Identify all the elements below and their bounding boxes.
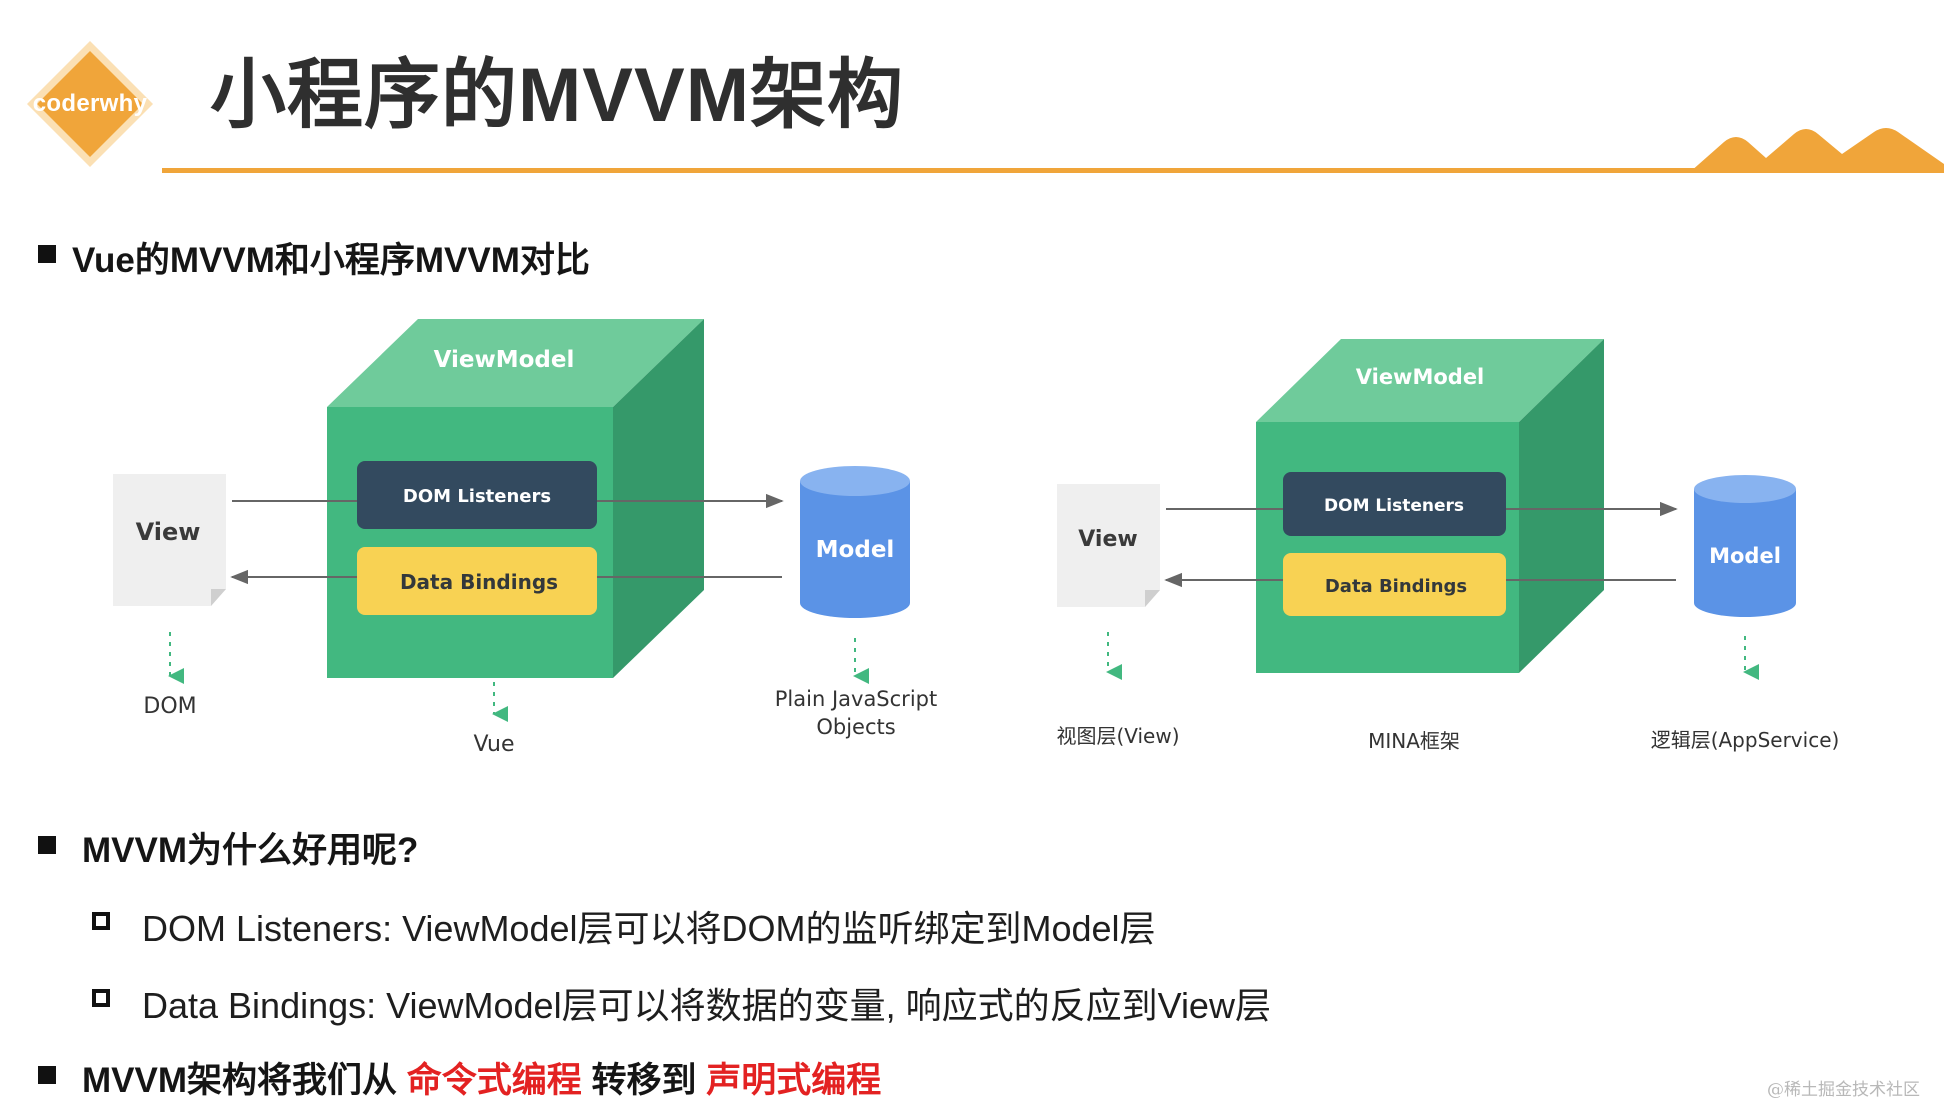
vue-viewmodel-label: ViewModel (434, 347, 575, 373)
vue-model-cylinder: Model (800, 466, 910, 618)
mina-mvvm-diagram: View ViewModel DOM Listeners Data Bindin… (1056, 339, 1839, 753)
section-heading-paradigm: MVVM架构将我们从 命令式编程 转移到 声明式编程 (82, 1052, 881, 1103)
bullet-hollow-square (92, 989, 110, 1007)
vue-model-caption-line1: Plain JavaScript (775, 687, 937, 711)
vue-data-bindings-box (357, 547, 597, 615)
mina-data-bindings-box (1283, 553, 1506, 616)
vue-model-caption-line2: Objects (816, 715, 895, 739)
mina-model-caption: 逻辑层(AppService) (1651, 728, 1840, 752)
mina-model-label: Model (1709, 544, 1781, 568)
mina-model-cylinder: Model (1694, 475, 1796, 617)
vue-vue-caption: Vue (473, 732, 514, 757)
vue-view-label: View (136, 518, 201, 546)
vue-dom-caption: DOM (143, 694, 196, 719)
mina-view-caption: 视图层(View) (1056, 724, 1179, 748)
mina-dom-listeners-box (1283, 472, 1506, 536)
coderwhy-logo (27, 41, 153, 167)
mina-center-caption: MINA框架 (1368, 729, 1460, 753)
bullet-data-bindings: Data Bindings: ViewModel层可以将数据的变量, 响应式的反… (142, 985, 1271, 1026)
mina-data-bindings-label: Data Bindings (1325, 576, 1467, 597)
vue-view-document: View (113, 474, 226, 606)
watermark: @稀土掘金技术社区 (1767, 1080, 1920, 1100)
mina-viewmodel-label: ViewModel (1356, 365, 1485, 389)
vue-model-label: Model (816, 537, 895, 563)
section-bullet-square (38, 836, 56, 854)
declarative-highlight: 声明式编程 (706, 1061, 882, 1100)
mountains-decoration (1690, 128, 1944, 172)
mina-dom-listeners-label: DOM Listeners (1324, 496, 1464, 516)
paradigm-prefix: MVVM架构将我们从 (82, 1061, 398, 1100)
section-bullet-square (38, 1066, 56, 1084)
vue-dom-listeners-box (357, 461, 597, 529)
imperative-highlight: 命令式编程 (406, 1061, 582, 1100)
mina-view-document: View (1057, 484, 1160, 607)
vue-data-bindings-label: Data Bindings (400, 570, 558, 594)
vue-viewmodel-cube: ViewModel (327, 319, 704, 678)
section-bullet-square (38, 245, 56, 263)
title-underline (162, 168, 1944, 173)
bullet-hollow-square (92, 912, 110, 930)
section-heading-why: MVVM为什么好用呢? (82, 831, 419, 870)
vue-dom-listeners-label: DOM Listeners (403, 486, 551, 507)
vue-mvvm-diagram: View ViewModel DOM Listeners Data Bindin… (113, 319, 937, 757)
page-title: 小程序的MVVM架构 (210, 53, 904, 138)
mina-view-label: View (1078, 527, 1137, 552)
logo-text: coderwhy (32, 90, 148, 117)
mina-viewmodel-cube: ViewModel (1256, 339, 1604, 673)
paradigm-middle: 转移到 (591, 1061, 697, 1100)
bullet-dom-listeners: DOM Listeners: ViewModel层可以将DOM的监听绑定到Mod… (142, 908, 1156, 949)
section-heading-comparison: Vue的MVVM和小程序MVVM对比 (72, 241, 590, 280)
